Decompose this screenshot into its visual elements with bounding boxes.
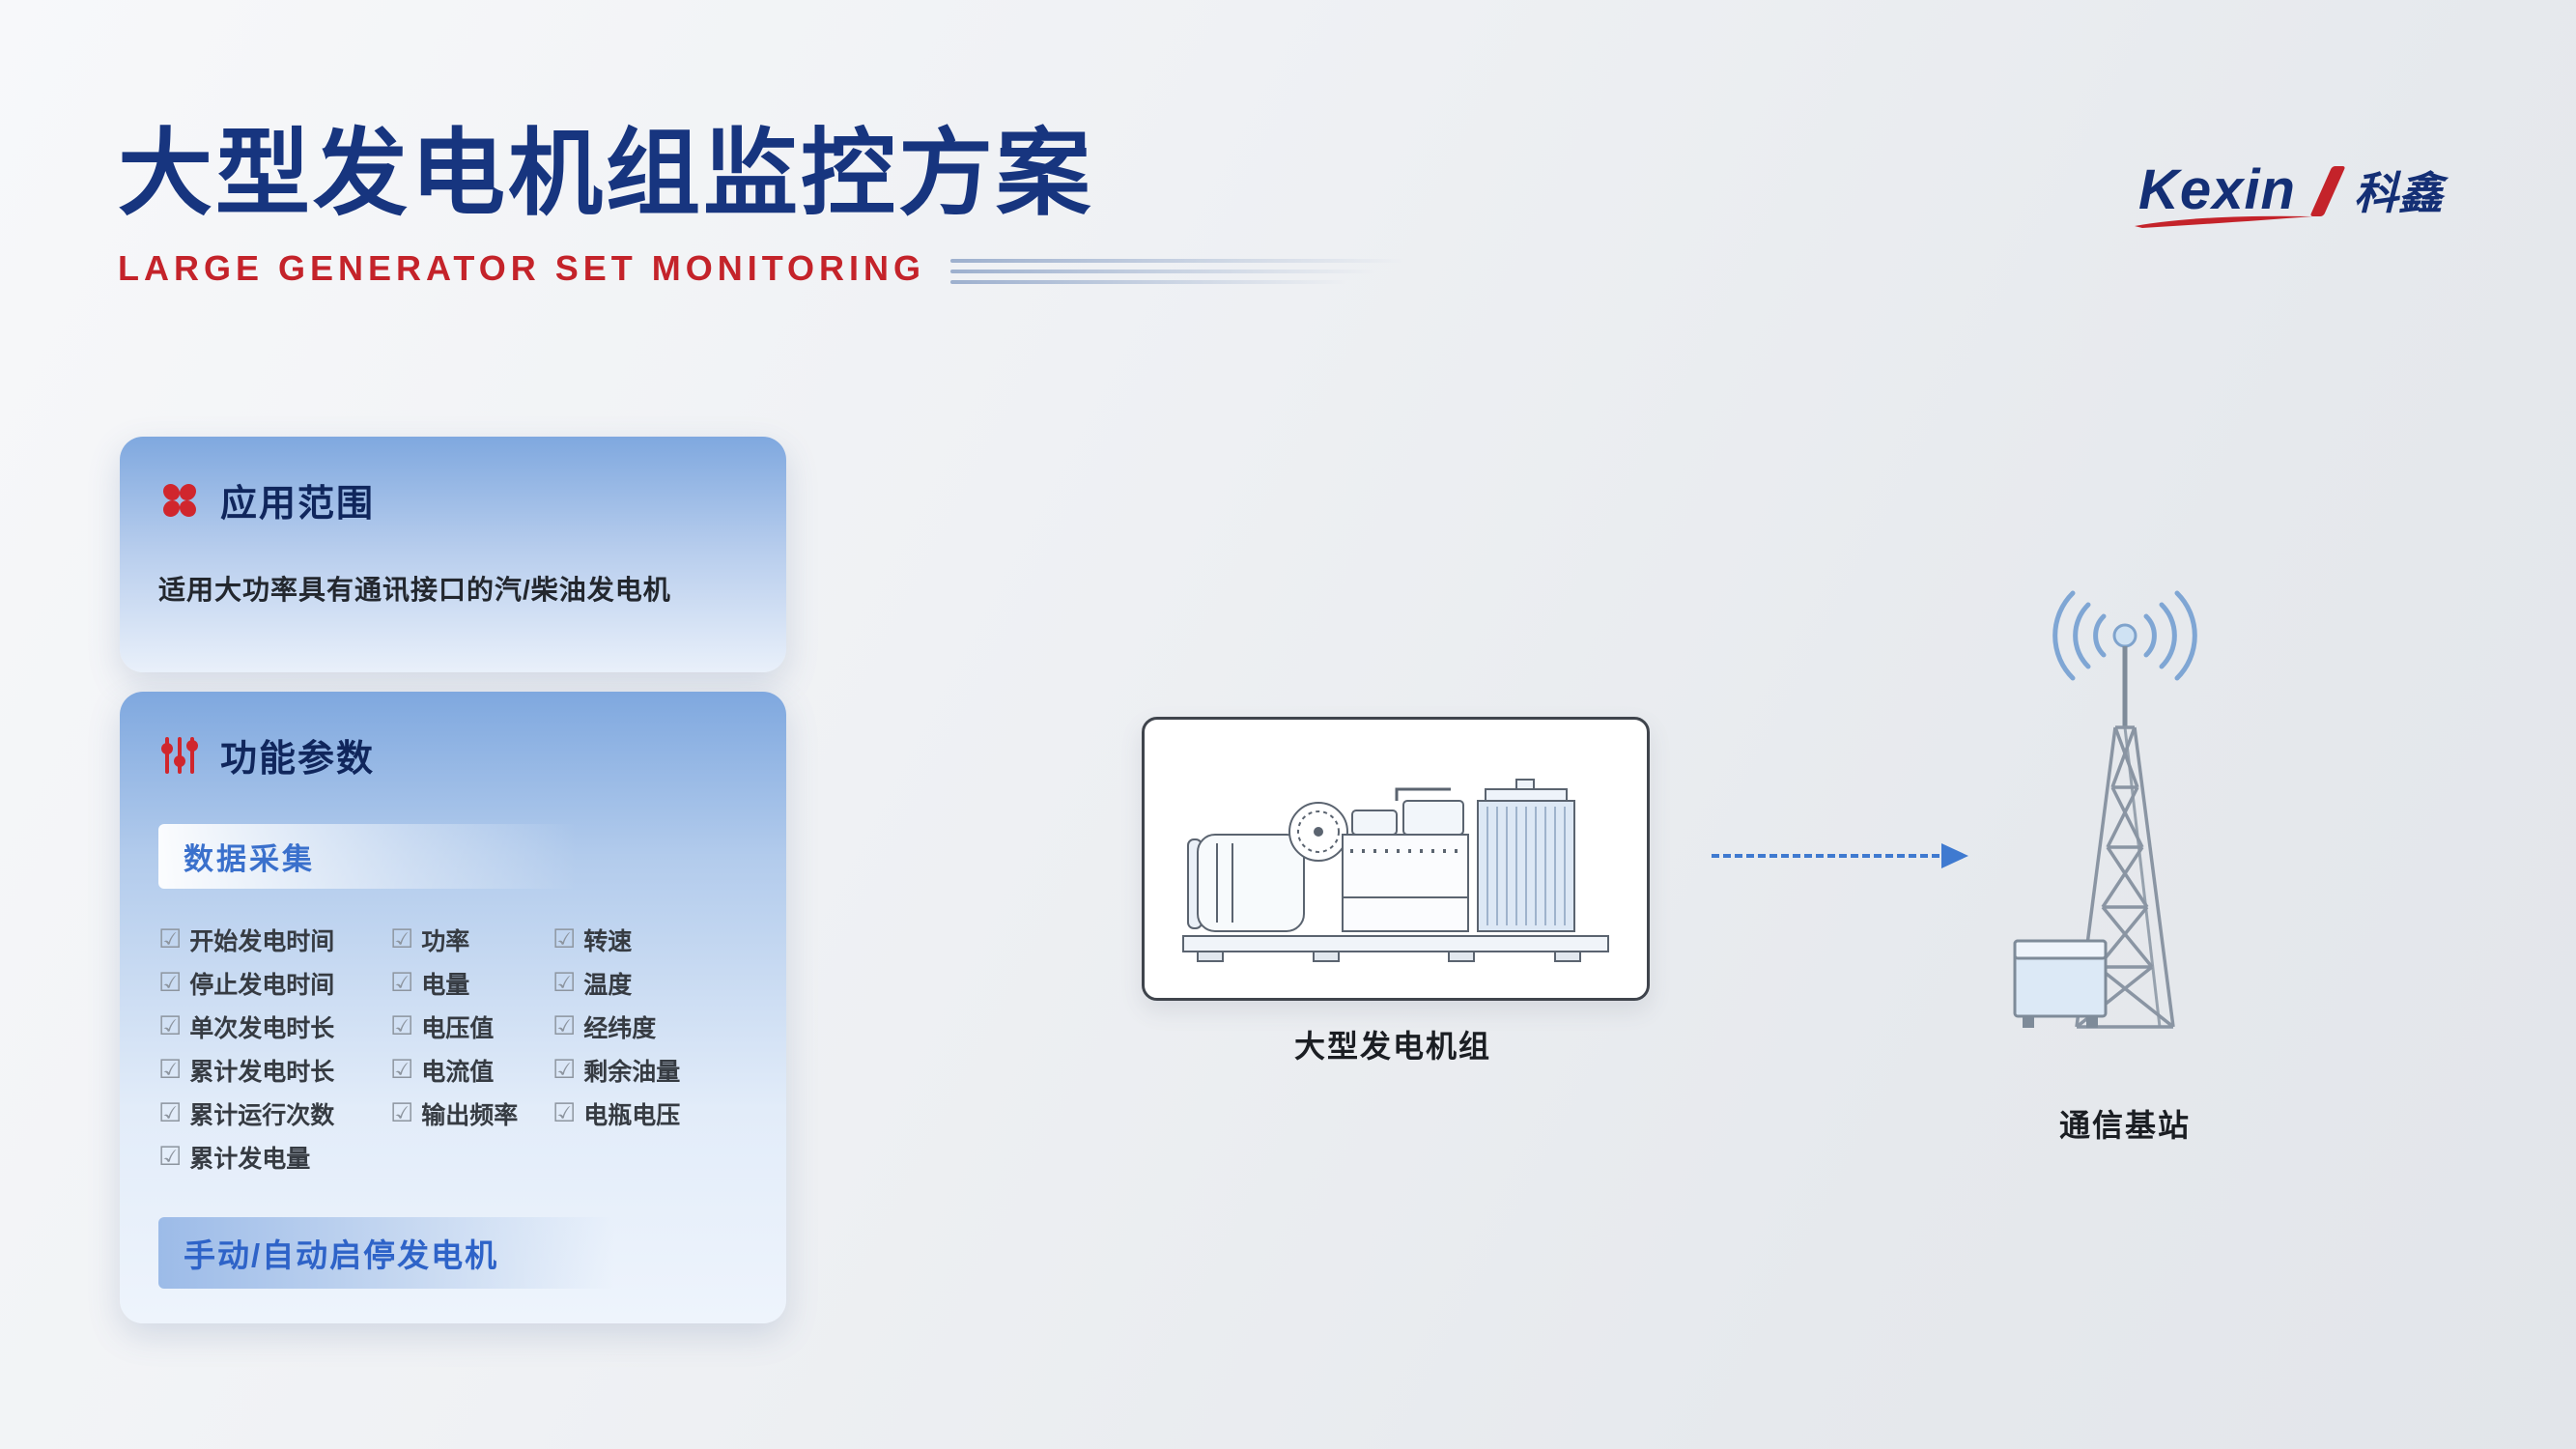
page-subtitle: LARGE GENERATOR SET MONITORING xyxy=(118,247,926,288)
checkbox-icon: ☑ xyxy=(158,924,183,953)
check-item: ☑停止发电时间 xyxy=(158,961,390,1005)
check-item: ☑电流值 xyxy=(390,1048,552,1092)
check-item-label: 单次发电时长 xyxy=(189,1014,335,1042)
check-column: ☑开始发电时间☑停止发电时间☑单次发电时长☑累计发电时长☑累计运行次数☑累计发电… xyxy=(158,918,390,1179)
checkbox-icon: ☑ xyxy=(158,1055,183,1084)
check-item-label: 累计发电时长 xyxy=(189,1058,335,1086)
check-item-label: 电瓶电压 xyxy=(583,1101,681,1129)
manual-auto-startstop-label: 手动/自动启停发电机 xyxy=(158,1217,615,1289)
check-item: ☑电压值 xyxy=(390,1005,552,1048)
check-item-label: 温度 xyxy=(583,971,633,999)
check-item: ☑转速 xyxy=(552,918,767,961)
check-item-label: 电压值 xyxy=(421,1014,495,1042)
flow-arrow-icon xyxy=(1712,842,1968,869)
parameters-panel-title: 功能参数 xyxy=(220,739,376,780)
check-item-label: 功率 xyxy=(421,927,470,955)
brand-logo-wordmark: Kexin xyxy=(2135,162,2313,228)
logo-slash-icon xyxy=(2309,166,2346,216)
check-item: ☑经纬度 xyxy=(552,1005,767,1048)
checkbox-icon: ☑ xyxy=(390,1098,414,1127)
sliders-icon xyxy=(161,736,198,774)
check-item-label: 累计运行次数 xyxy=(189,1101,335,1129)
check-item-label: 转速 xyxy=(583,927,633,955)
check-item: ☑开始发电时间 xyxy=(158,918,390,961)
brand-name: Kexin xyxy=(2138,158,2296,221)
checkbox-icon: ☑ xyxy=(390,924,414,953)
generator-illustration-box xyxy=(1142,717,1650,1001)
checkbox-icon: ☑ xyxy=(158,968,183,997)
application-panel-title: 应用范围 xyxy=(220,484,376,525)
checkbox-icon: ☑ xyxy=(390,1055,414,1084)
checkbox-icon: ☑ xyxy=(552,1098,577,1127)
page-title: 大型发电机组监控方案 xyxy=(118,120,1094,226)
brand-logo: Kexin 科鑫 xyxy=(2135,162,2443,228)
checkbox-icon: ☑ xyxy=(552,968,577,997)
check-item-label: 停止发电时间 xyxy=(189,971,335,999)
check-item: ☑电量 xyxy=(390,961,552,1005)
application-scope-panel: 应用范围 适用大功率具有通讯接口的汽/柴油发电机 xyxy=(120,437,786,672)
checklist: ☑开始发电时间☑停止发电时间☑单次发电时长☑累计发电时长☑累计运行次数☑累计发电… xyxy=(120,889,786,1179)
check-item: ☑累计发电量 xyxy=(158,1135,390,1179)
checkbox-icon: ☑ xyxy=(552,1055,577,1084)
check-item-label: 剩余油量 xyxy=(583,1058,681,1086)
check-item: ☑单次发电时长 xyxy=(158,1005,390,1048)
check-item: ☑温度 xyxy=(552,961,767,1005)
check-column: ☑转速☑温度☑经纬度☑剩余油量☑电瓶电压 xyxy=(552,918,767,1179)
brand-name-cn: 科鑫 xyxy=(2354,168,2443,219)
data-collection-section-label: 数据采集 xyxy=(158,824,578,889)
check-item: ☑输出频率 xyxy=(390,1092,552,1135)
check-item: ☑累计发电时长 xyxy=(158,1048,390,1092)
logo-swoosh-icon xyxy=(2135,215,2313,228)
checkbox-icon: ☑ xyxy=(390,1011,414,1040)
check-item: ☑电瓶电压 xyxy=(552,1092,767,1135)
checkbox-icon: ☑ xyxy=(552,924,577,953)
function-parameters-panel: 功能参数 数据采集 ☑开始发电时间☑停止发电时间☑单次发电时长☑累计发电时长☑累… xyxy=(120,692,786,1323)
checkbox-icon: ☑ xyxy=(158,1142,183,1171)
check-item-label: 电流值 xyxy=(421,1058,495,1086)
check-item: ☑功率 xyxy=(390,918,552,961)
check-item-label: 经纬度 xyxy=(583,1014,657,1042)
checkbox-icon: ☑ xyxy=(552,1011,577,1040)
station-label: 通信基站 xyxy=(2058,1108,2191,1143)
checkbox-icon: ☑ xyxy=(390,968,414,997)
flower-icon xyxy=(163,483,196,517)
check-column: ☑功率☑电量☑电压值☑电流值☑输出频率 xyxy=(390,918,552,1179)
subtitle-row: LARGE GENERATOR SET MONITORING xyxy=(118,247,1405,289)
check-item: ☑剩余油量 xyxy=(552,1048,767,1092)
application-panel-description: 适用大功率具有通讯接口的汽/柴油发电机 xyxy=(158,575,671,605)
checkbox-icon: ☑ xyxy=(158,1011,183,1040)
application-panel-header: 应用范围 xyxy=(120,437,786,526)
generator-label: 大型发电机组 xyxy=(1293,1029,1491,1064)
parameters-panel-header: 功能参数 xyxy=(120,692,786,781)
check-item-label: 开始发电时间 xyxy=(189,927,335,955)
generator-illustration xyxy=(1182,779,1609,962)
check-item-label: 累计发电量 xyxy=(189,1145,311,1173)
subtitle-decorative-lines xyxy=(950,258,1405,284)
checkbox-icon: ☑ xyxy=(158,1098,183,1127)
check-item-label: 电量 xyxy=(421,971,470,999)
tower-illustration xyxy=(1970,587,2279,1080)
check-item: ☑累计运行次数 xyxy=(158,1092,390,1135)
check-item-label: 输出频率 xyxy=(421,1101,519,1129)
header: 大型发电机组监控方案 LARGE GENERATOR SET MONITORIN… xyxy=(118,120,1405,289)
